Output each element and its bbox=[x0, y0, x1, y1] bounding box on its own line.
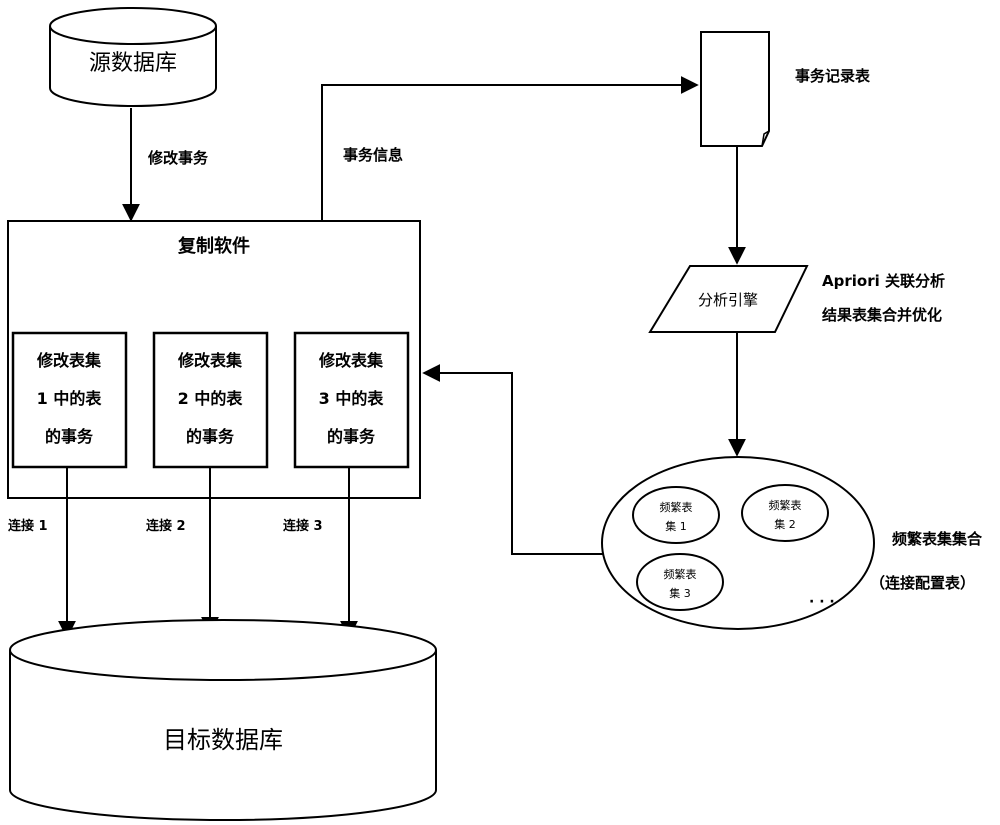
svg-text:集 3: 集 3 bbox=[669, 586, 691, 600]
connection-label-2: 连接 2 bbox=[146, 518, 186, 534]
svg-text:修改表集: 修改表集 bbox=[177, 351, 243, 370]
target-db-label: 目标数据库 bbox=[163, 726, 283, 754]
frequent-set-1: 频繁表 集 1 bbox=[632, 486, 720, 544]
svg-text:修改表集: 修改表集 bbox=[36, 351, 102, 370]
source-database: 源数据库 bbox=[49, 7, 217, 107]
edge-label-modify-tx: 修改事务 bbox=[147, 149, 209, 167]
arrow-feedback-config bbox=[422, 364, 603, 555]
svg-text:频繁表: 频繁表 bbox=[664, 567, 697, 581]
arrow-tx-info bbox=[321, 76, 699, 221]
svg-text:的事务: 的事务 bbox=[186, 427, 235, 446]
target-database: 目标数据库 bbox=[9, 619, 437, 821]
svg-text:2 中的表: 2 中的表 bbox=[178, 389, 244, 408]
analysis-engine bbox=[648, 265, 809, 333]
modify-set-3: 修改表集 3 中的表 的事务 bbox=[293, 331, 410, 469]
transaction-log-document bbox=[700, 31, 770, 147]
svg-text:集 1: 集 1 bbox=[665, 519, 687, 533]
frequent-set-2: 频繁表 集 2 bbox=[741, 484, 829, 542]
svg-text:频繁表: 频繁表 bbox=[660, 500, 693, 514]
transaction-log-label: 事务记录表 bbox=[795, 67, 871, 85]
connection-label-3: 连接 3 bbox=[283, 518, 323, 534]
analysis-engine-label: 分析引擎 bbox=[698, 291, 758, 309]
frequent-collection-label-line1: 频繁表集集合 bbox=[892, 530, 983, 548]
apriori-label-line1: Apriori 关联分析 bbox=[822, 272, 945, 290]
modify-set-1: 修改表集 1 中的表 的事务 bbox=[11, 331, 128, 469]
frequent-set-3: 频繁表 集 3 bbox=[636, 553, 724, 611]
edge-label-tx-info: 事务信息 bbox=[343, 146, 403, 164]
apriori-label-line2: 结果表集合并优化 bbox=[822, 306, 942, 324]
svg-text:的事务: 的事务 bbox=[45, 427, 94, 446]
ellipsis-more-sets: · · · bbox=[809, 594, 835, 610]
source-db-label: 源数据库 bbox=[89, 51, 177, 76]
connection-label-1: 连接 1 bbox=[8, 518, 48, 534]
frequent-collection-label-line2: （连接配置表） bbox=[870, 574, 975, 592]
svg-text:集 2: 集 2 bbox=[774, 517, 796, 531]
svg-text:3 中的表: 3 中的表 bbox=[319, 389, 385, 408]
svg-text:的事务: 的事务 bbox=[327, 427, 376, 446]
svg-text:1 中的表: 1 中的表 bbox=[37, 389, 103, 408]
modify-set-2: 修改表集 2 中的表 的事务 bbox=[152, 331, 269, 469]
replication-title: 复制软件 bbox=[177, 235, 250, 257]
svg-text:频繁表: 频繁表 bbox=[769, 498, 802, 512]
svg-text:修改表集: 修改表集 bbox=[318, 351, 384, 370]
